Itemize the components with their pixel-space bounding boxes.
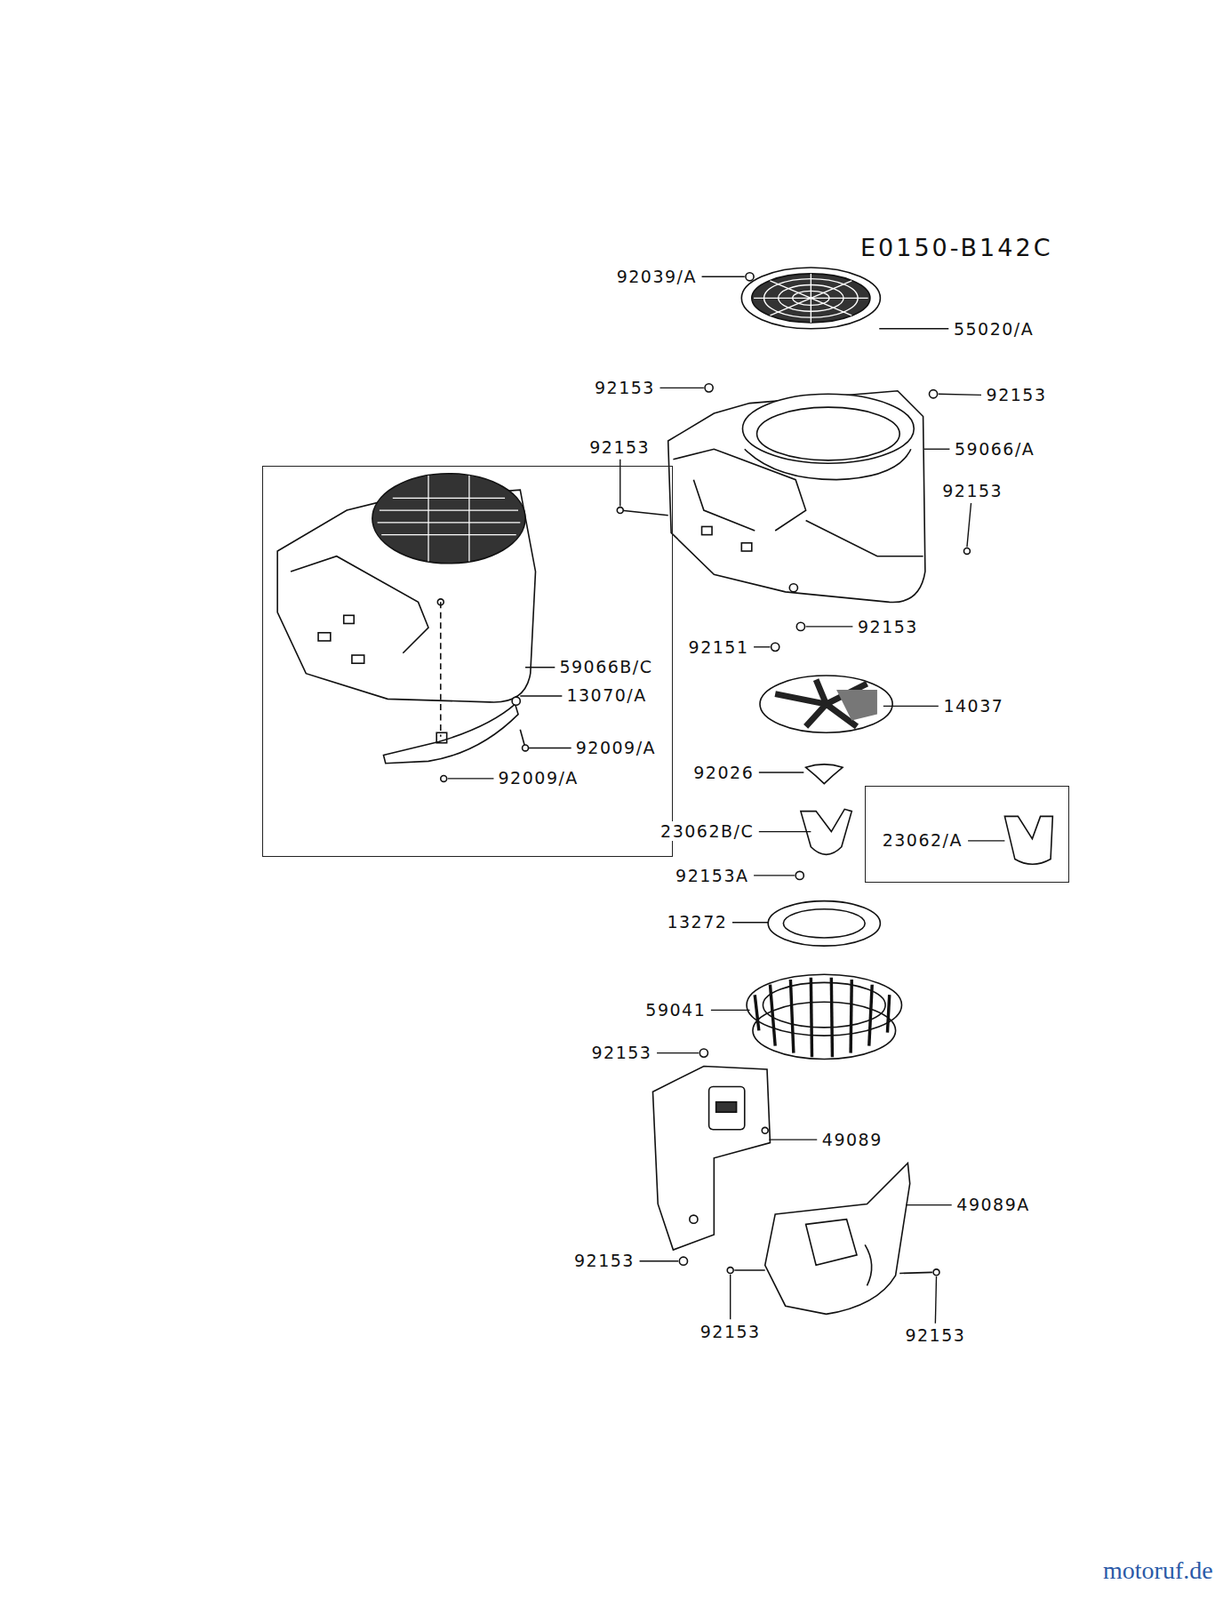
callout-number: 59066/A	[953, 439, 1036, 459]
callout-number: 23062/A	[881, 830, 964, 850]
callout-number: 49089	[821, 1129, 884, 1150]
callout-number: 92009/A	[575, 737, 657, 758]
callout-number: 23062B/C	[659, 821, 755, 841]
callout-number: 92153	[593, 377, 656, 398]
callout-number: 92153	[856, 616, 920, 637]
drawing-code: E0150-B142C	[859, 233, 1054, 263]
callout-number: 55020/A	[952, 319, 1035, 339]
callout-number: 92151	[687, 637, 751, 657]
callout-number: 49089A	[955, 1194, 1031, 1215]
callout-number: 92153	[591, 1042, 654, 1063]
watermark: motoruf.de	[1102, 1556, 1215, 1585]
callout-number: 92009/A	[497, 767, 580, 788]
callout-number: 92153A	[674, 865, 750, 886]
callout-number: 13272	[665, 911, 728, 932]
callout-number: 92039/A	[615, 266, 698, 287]
callout-number: 92153	[903, 1325, 967, 1345]
callout-number: 92153	[699, 1321, 762, 1342]
callout-number: 13070/A	[565, 685, 648, 705]
inset-box: 23062/A	[864, 785, 1070, 883]
callout-number: 59066B/C	[558, 656, 654, 677]
callout-number: 92153	[588, 437, 651, 457]
inset-box: 59066B/C 13070/A 92009/A 92009/A	[262, 465, 673, 857]
callout-number: 92153	[573, 1250, 636, 1271]
callout-number: 59041	[644, 999, 707, 1020]
callout-number: 92153	[985, 384, 1048, 405]
callout-number: 92026	[692, 762, 755, 783]
callout-number: 14037	[942, 695, 1005, 716]
callout-number: 92153	[941, 480, 1004, 501]
